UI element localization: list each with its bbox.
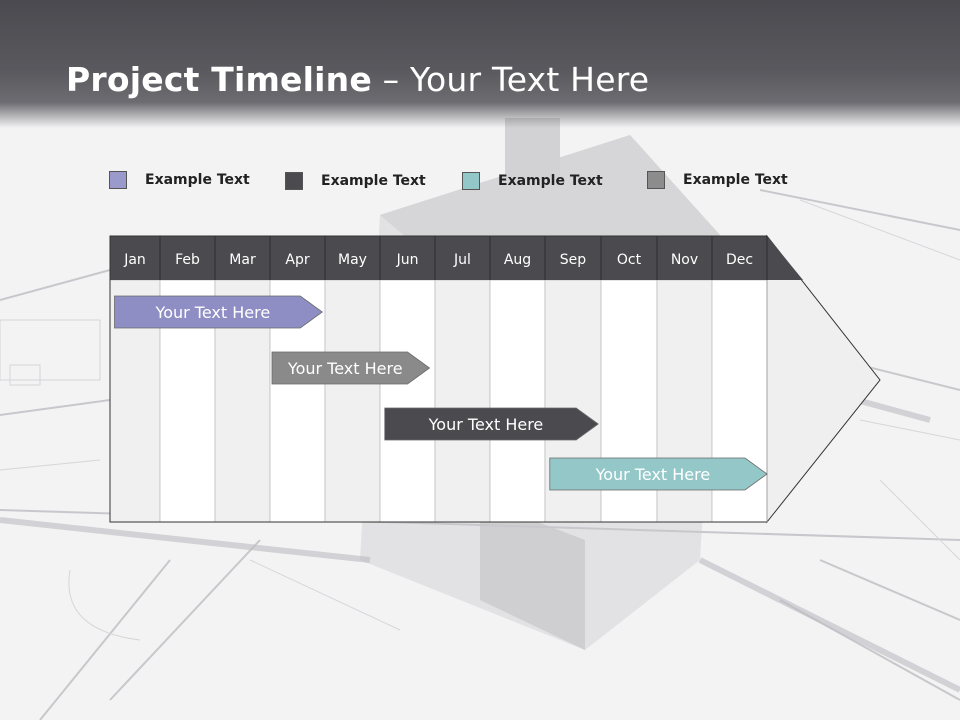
legend-swatch	[285, 172, 303, 190]
task-bar-label-4: Your Text Here	[595, 465, 711, 484]
task-bar-4	[549, 457, 768, 491]
task-bar-label-1: Your Text Here	[155, 303, 271, 322]
month-column	[434, 279, 491, 523]
legend-label: Example Text	[683, 172, 788, 188]
legend-item-1: Example Text	[109, 170, 250, 190]
month-label-sep: Sep	[560, 252, 587, 268]
month-header-row	[110, 236, 767, 280]
month-column	[489, 279, 546, 523]
timeline-border	[109, 235, 767, 523]
header-band	[0, 0, 960, 128]
month-label-oct: Oct	[617, 252, 642, 268]
task-bar-3	[384, 407, 599, 441]
task-bar-label-2: Your Text Here	[287, 359, 403, 378]
legend-swatch	[647, 171, 665, 189]
title-bold: Project Timeline	[66, 60, 372, 99]
month-label-feb: Feb	[175, 252, 200, 268]
month-column	[379, 279, 436, 523]
legend-swatch	[109, 171, 127, 189]
legend-item-2: Example Text	[285, 171, 426, 191]
month-label-jun: Jun	[396, 252, 419, 268]
month-label-jan: Jan	[123, 252, 146, 268]
month-label-jul: Jul	[453, 252, 471, 268]
month-column	[324, 279, 381, 523]
month-label-mar: Mar	[229, 252, 256, 268]
month-label-nov: Nov	[671, 252, 698, 268]
task-bar-label-3: Your Text Here	[428, 415, 544, 434]
legend-item-4: Example Text	[647, 170, 788, 190]
legend-label: Example Text	[321, 173, 426, 189]
title-subtitle: – Your Text Here	[371, 60, 650, 99]
task-bar-2	[271, 351, 431, 385]
page-title: Project Timeline – Your Text Here	[66, 60, 649, 99]
month-label-apr: Apr	[285, 252, 309, 268]
month-label-may: May	[338, 252, 367, 268]
legend-item-3: Example Text	[462, 171, 603, 191]
month-label-aug: Aug	[504, 252, 531, 268]
task-bar-1	[114, 295, 323, 329]
legend-label: Example Text	[498, 173, 603, 189]
legend-swatch	[462, 172, 480, 190]
month-label-dec: Dec	[726, 252, 753, 268]
legend-label: Example Text	[145, 172, 250, 188]
month-header-arrow	[767, 236, 803, 280]
